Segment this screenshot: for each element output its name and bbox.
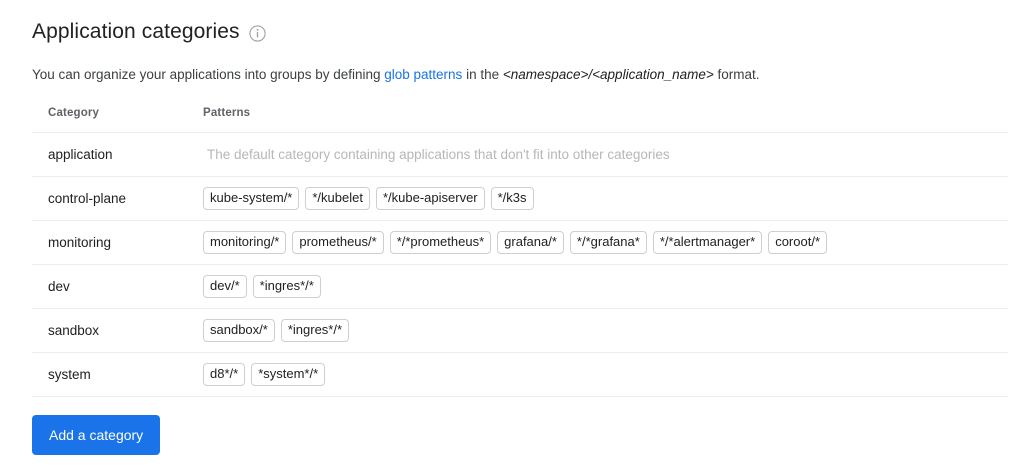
add-category-button[interactable]: Add a category [32,415,161,455]
pattern-chip[interactable]: */*grafana* [569,231,647,254]
pattern-chip[interactable]: *ingres*/* [252,275,321,298]
pattern-chip[interactable]: kube-system/* [203,187,300,210]
table-row: system d8*/**system*/* [32,352,1008,397]
description-part-3: format. [713,67,760,82]
pattern-chip[interactable]: */kubelet [305,187,370,210]
category-name-cell[interactable]: application [48,147,113,162]
patterns-cell: dev/**ingres*/* [200,265,1008,309]
pattern-chip[interactable]: */*alertmanager* [652,231,763,254]
patterns-cell: monitoring/*prometheus/**/*prometheus*gr… [200,221,1008,265]
category-name-cell[interactable]: dev [48,279,70,294]
table-row: dev dev/**ingres*/* [32,264,1008,309]
patterns-cell: d8*/**system*/* [200,353,1008,397]
patterns-cell: The default category containing applicat… [200,133,1008,177]
pattern-chip[interactable]: d8*/* [203,363,246,386]
column-header-category: Category [48,107,100,119]
pattern-chip[interactable]: *ingres*/* [280,319,350,342]
category-name-cell[interactable]: sandbox [48,323,100,338]
table-header-row: Category Patterns [32,107,1008,133]
page-title: Application categories [32,20,240,43]
categories-table: Category Patterns application The default… [32,107,1008,397]
pattern-chip-list: kube-system/**/kubelet*/kube-apiserver*/… [203,187,1008,210]
pattern-chip[interactable]: sandbox/* [203,319,275,342]
page-description: You can organize your applications into … [32,65,992,85]
patterns-cell: sandbox/**ingres*/* [200,309,1008,353]
patterns-cell: kube-system/**/kubelet*/kube-apiserver*/… [200,177,1008,221]
table-header: Category Patterns [32,107,1008,133]
table-row: sandbox sandbox/**ingres*/* [32,308,1008,353]
table-body: application The default category containi… [32,132,1008,397]
category-name-cell[interactable]: control-plane [48,191,127,206]
pattern-chip[interactable]: grafana/* [497,231,564,254]
pattern-chip[interactable]: *system*/* [251,363,326,386]
application-categories-page: Application categories You can organize … [32,0,1008,455]
pattern-chip[interactable]: coroot/* [768,231,828,254]
page-header: Application categories [32,0,992,46]
pattern-chip[interactable]: dev/* [203,275,247,298]
table-row: monitoring monitoring/*prometheus/**/*pro… [32,220,1008,265]
pattern-chip-list: sandbox/**ingres*/* [203,319,1008,342]
pattern-chip[interactable]: */kube-apiserver [375,187,485,210]
category-name-cell[interactable]: monitoring [48,235,112,250]
pattern-chip[interactable]: monitoring/* [203,231,287,254]
column-header-patterns: Patterns [203,107,251,119]
pattern-chip[interactable]: prometheus/* [292,231,384,254]
table-row: application The default category containi… [32,132,1008,177]
pattern-chip-list: monitoring/*prometheus/**/*prometheus*gr… [203,231,1008,254]
description-part-2: in the [462,67,503,82]
patterns-placeholder: The default category containing applicat… [207,147,670,162]
pattern-chip-list: d8*/**system*/* [203,363,1008,386]
pattern-chip[interactable]: */k3s [490,187,534,210]
glob-patterns-link[interactable]: glob patterns [384,67,463,82]
pattern-chip[interactable]: */*prometheus* [389,231,492,254]
description-format-emphasis: <namespace>/<application_name> [502,67,714,82]
category-name-cell[interactable]: system [48,367,91,382]
table-row: control-plane kube-system/**/kubelet*/kub… [32,176,1008,221]
actions-row: Add a category [32,415,992,455]
pattern-chip-list: dev/**ingres*/* [203,275,1008,298]
description-part-1: You can organize your applications into … [32,67,385,82]
info-circle-icon[interactable] [249,25,266,42]
